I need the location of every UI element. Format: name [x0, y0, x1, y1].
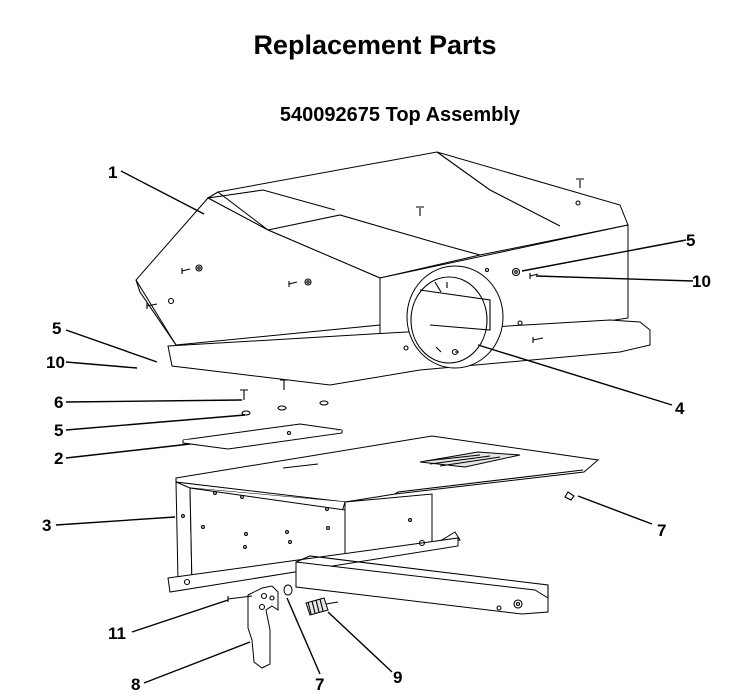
callout-1: 1 [108, 163, 117, 182]
callout-5-left: 5 [52, 319, 61, 338]
page-title: Replacement Parts [253, 30, 497, 60]
base-frame-part [167, 435, 600, 615]
small-plate-part [182, 423, 343, 450]
assembly-subtitle: 540092675 Top Assembly [279, 104, 521, 126]
round-duct-part [406, 265, 504, 369]
callout-11: 11 [108, 624, 126, 643]
top-hood-part [135, 151, 651, 386]
callout-5-right: 5 [686, 231, 695, 250]
callout-10-left: 10 [46, 353, 65, 372]
fastener-group [240, 379, 329, 416]
callout-7-right: 7 [657, 521, 666, 540]
callout-6: 6 [54, 393, 63, 412]
leader-lines [55, 170, 694, 684]
callout-5-mid: 5 [54, 421, 63, 440]
latch-handle-part [227, 584, 293, 669]
callout-2: 2 [54, 449, 63, 468]
spring-part [305, 597, 339, 616]
callout-7-bottom: 7 [315, 675, 324, 694]
callout-4: 4 [675, 399, 685, 418]
callout-8: 8 [131, 675, 140, 694]
callout-9: 9 [393, 668, 402, 687]
callout-3: 3 [42, 516, 51, 535]
callout-10-right: 10 [692, 272, 711, 291]
